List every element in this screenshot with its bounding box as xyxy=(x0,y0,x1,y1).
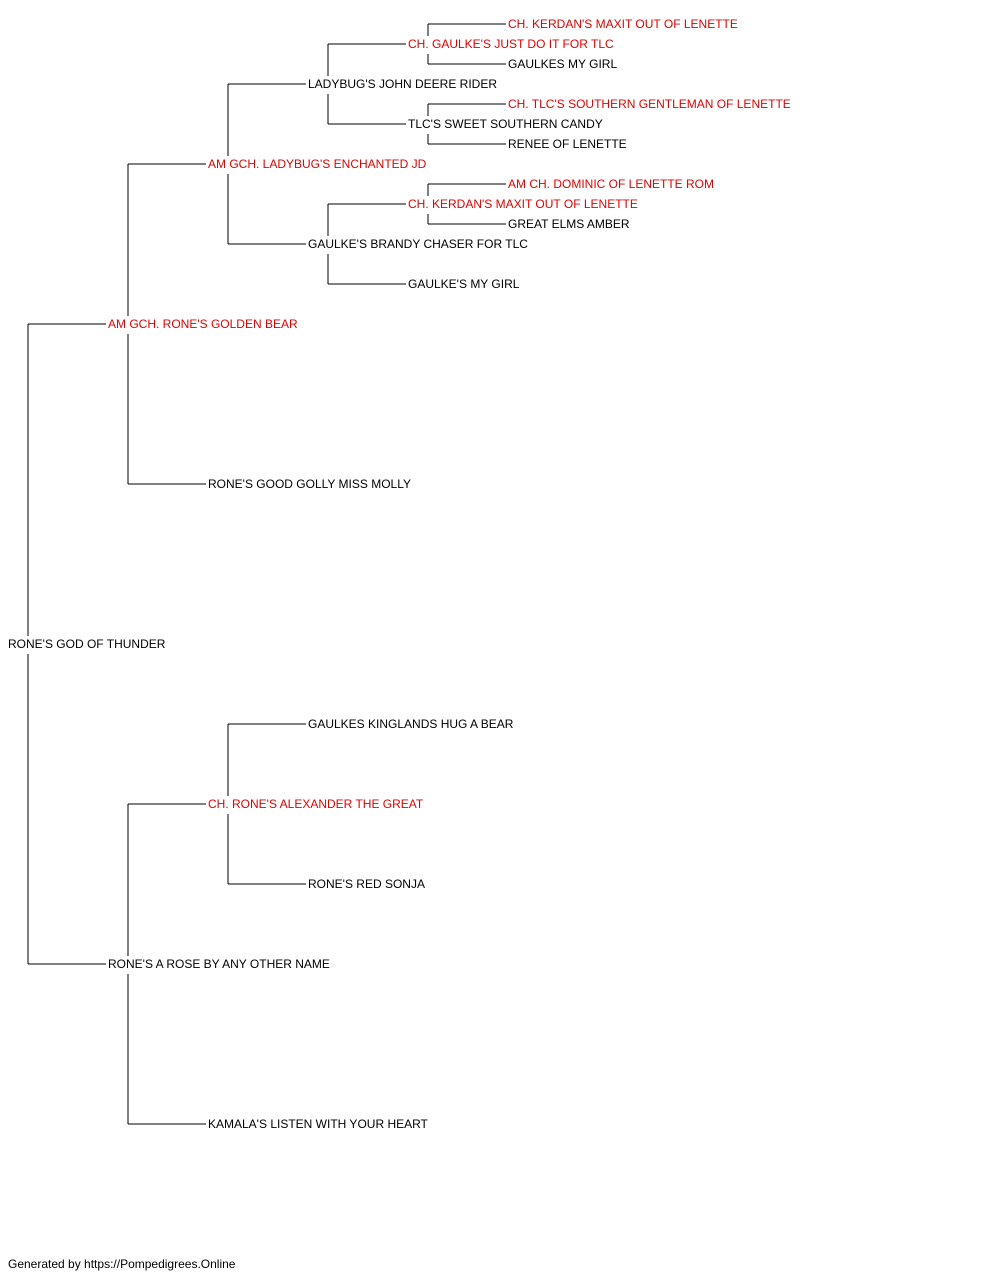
pedigree-entry-root: RONE'S GOD OF THUNDER xyxy=(8,637,166,651)
pedigree-entry-root-sire-sire-sire-dam-dam: RENEE OF LENETTE xyxy=(508,137,627,151)
pedigree-entry-root-sire-sire: AM GCH. LADYBUG'S ENCHANTED JD xyxy=(208,157,427,171)
pedigree-entry-root-sire-sire-dam-sire: CH. KERDAN'S MAXIT OUT OF LENETTE xyxy=(408,197,638,211)
pedigree-entry-root-sire-sire-dam-dam: GAULKE'S MY GIRL xyxy=(408,277,520,291)
pedigree-entry-root-dam-sire-sire: GAULKES KINGLANDS HUG A BEAR xyxy=(308,717,514,731)
footer-credit: Generated by https://Pompedigrees.Online xyxy=(8,1257,236,1271)
pedigree-entry-root-sire: AM GCH. RONE'S GOLDEN BEAR xyxy=(108,317,298,331)
pedigree-entry-root-sire-sire-dam: GAULKE'S BRANDY CHASER FOR TLC xyxy=(308,237,528,251)
pedigree-entry-root-sire-dam: RONE'S GOOD GOLLY MISS MOLLY xyxy=(208,477,411,491)
pedigree-entry-root-sire-sire-dam-sire-sire: AM CH. DOMINIC OF LENETTE ROM xyxy=(508,177,714,191)
pedigree-entry-root-dam-dam: KAMALA'S LISTEN WITH YOUR HEART xyxy=(208,1117,429,1131)
pedigree-entry-root-sire-sire-sire-dam-sire: CH. TLC'S SOUTHERN GENTLEMAN OF LENETTE xyxy=(508,97,791,111)
pedigree-entry-root-dam: RONE'S A ROSE BY ANY OTHER NAME xyxy=(108,957,330,971)
pedigree-entry-root-dam-sire-dam: RONE'S RED SONJA xyxy=(308,877,425,891)
pedigree-entry-root-dam-sire: CH. RONE'S ALEXANDER THE GREAT xyxy=(208,797,424,811)
pedigree-entry-root-sire-sire-sire-sire: CH. GAULKE'S JUST DO IT FOR TLC xyxy=(408,37,614,51)
pedigree-entry-root-sire-sire-sire-sire-sire: CH. KERDAN'S MAXIT OUT OF LENETTE xyxy=(508,17,738,31)
pedigree-entry-root-sire-sire-dam-sire-dam: GREAT ELMS AMBER xyxy=(508,217,630,231)
pedigree-entry-root-sire-sire-sire-dam: TLC'S SWEET SOUTHERN CANDY xyxy=(408,117,603,131)
pedigree-entry-root-sire-sire-sire: LADYBUG'S JOHN DEERE RIDER xyxy=(308,77,497,91)
pedigree-entry-root-sire-sire-sire-sire-dam: GAULKES MY GIRL xyxy=(508,57,617,71)
